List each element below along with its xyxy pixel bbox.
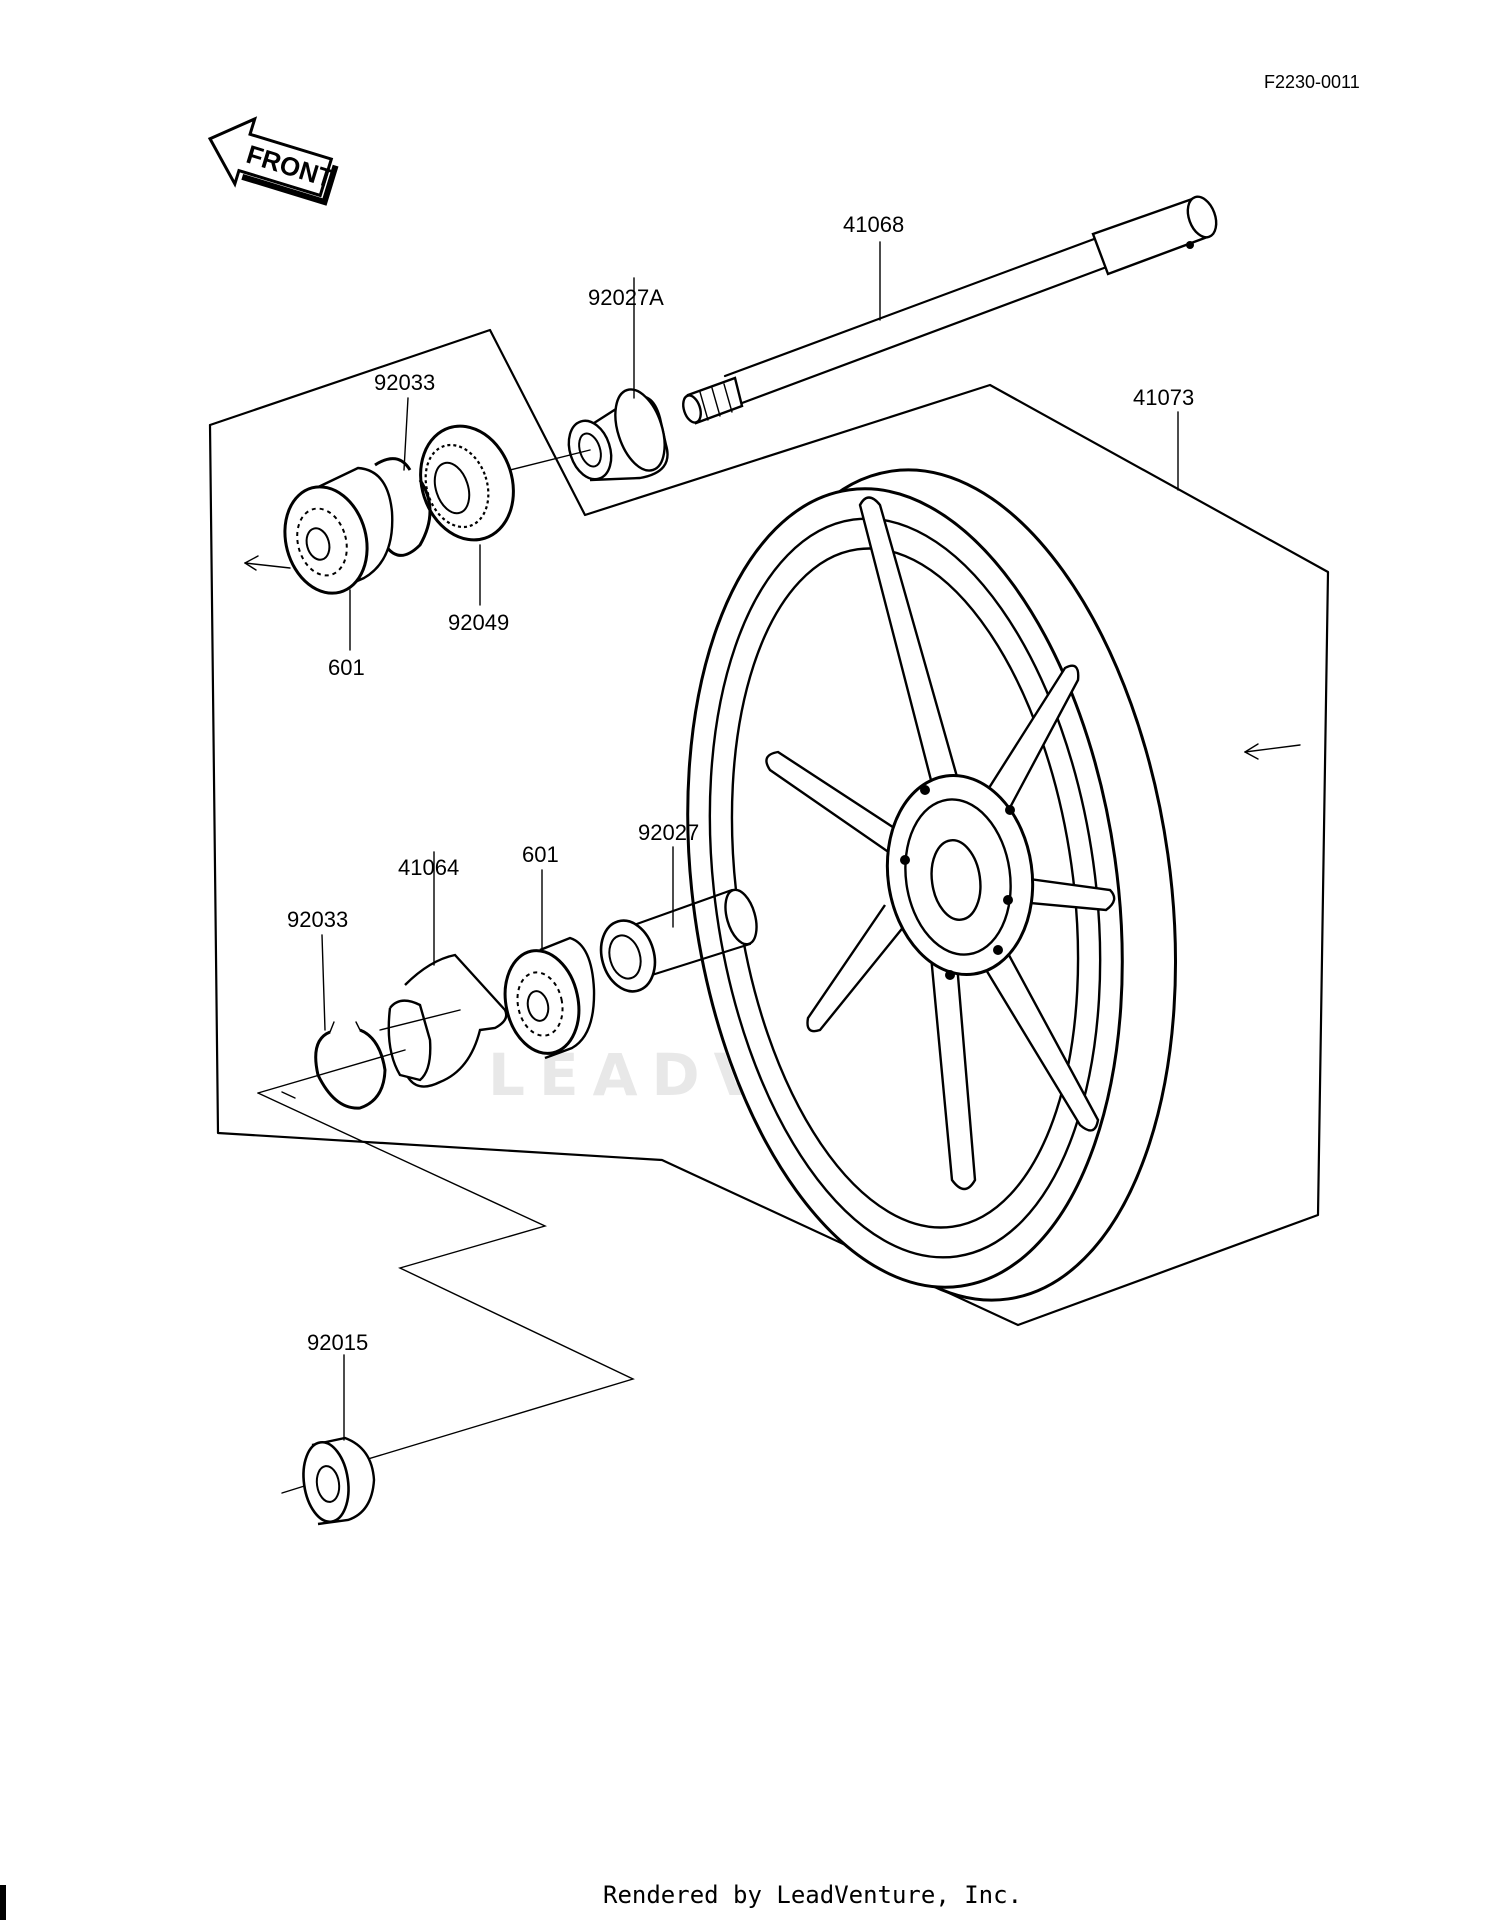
label-collar-lower: 92027 [638, 820, 699, 845]
axle-nut [302, 1436, 376, 1526]
label-coupling: 41064 [398, 855, 459, 880]
circlip-lower [314, 1021, 387, 1110]
footer-credit: Rendered by LeadVenture, Inc. [603, 1881, 1022, 1909]
bearing-upper [283, 466, 394, 595]
part-labels: 41068 92027A 92033 41073 92049 601 41064… [287, 212, 1194, 1355]
collar-upper [567, 388, 669, 482]
arrow-upper [244, 555, 291, 571]
bearing-lower [503, 936, 596, 1060]
collar-lower [599, 888, 758, 993]
arrow-lower-head [281, 1091, 296, 1099]
label-collar-upper: 92027A [588, 285, 664, 310]
figure-code: F2230-0011 [1264, 72, 1360, 92]
nut-leader-lines [257, 1092, 635, 1494]
label-circlip-upper: 92033 [374, 370, 435, 395]
label-bearing-upper: 601 [328, 655, 365, 680]
cast-wheel [686, 468, 1177, 1302]
label-bearing-lower: 601 [522, 842, 559, 867]
arrow-wheel [1244, 743, 1301, 760]
coupling [379, 953, 508, 1088]
oil-seal [419, 424, 515, 542]
wheel-axle [682, 195, 1218, 425]
circlip-upper [374, 457, 432, 557]
label-wheel: 41073 [1133, 385, 1194, 410]
leader-lines [321, 241, 1179, 1441]
assembly-outline [208, 328, 1330, 1327]
label-axle: 41068 [843, 212, 904, 237]
page-edge-mark [0, 1885, 6, 1920]
front-arrow-icon: FRONT [207, 116, 339, 206]
label-axle-nut: 92015 [307, 1330, 368, 1355]
label-oil-seal: 92049 [448, 610, 509, 635]
label-circlip-lower: 92033 [287, 907, 348, 932]
axis-line-lower [257, 1049, 406, 1094]
